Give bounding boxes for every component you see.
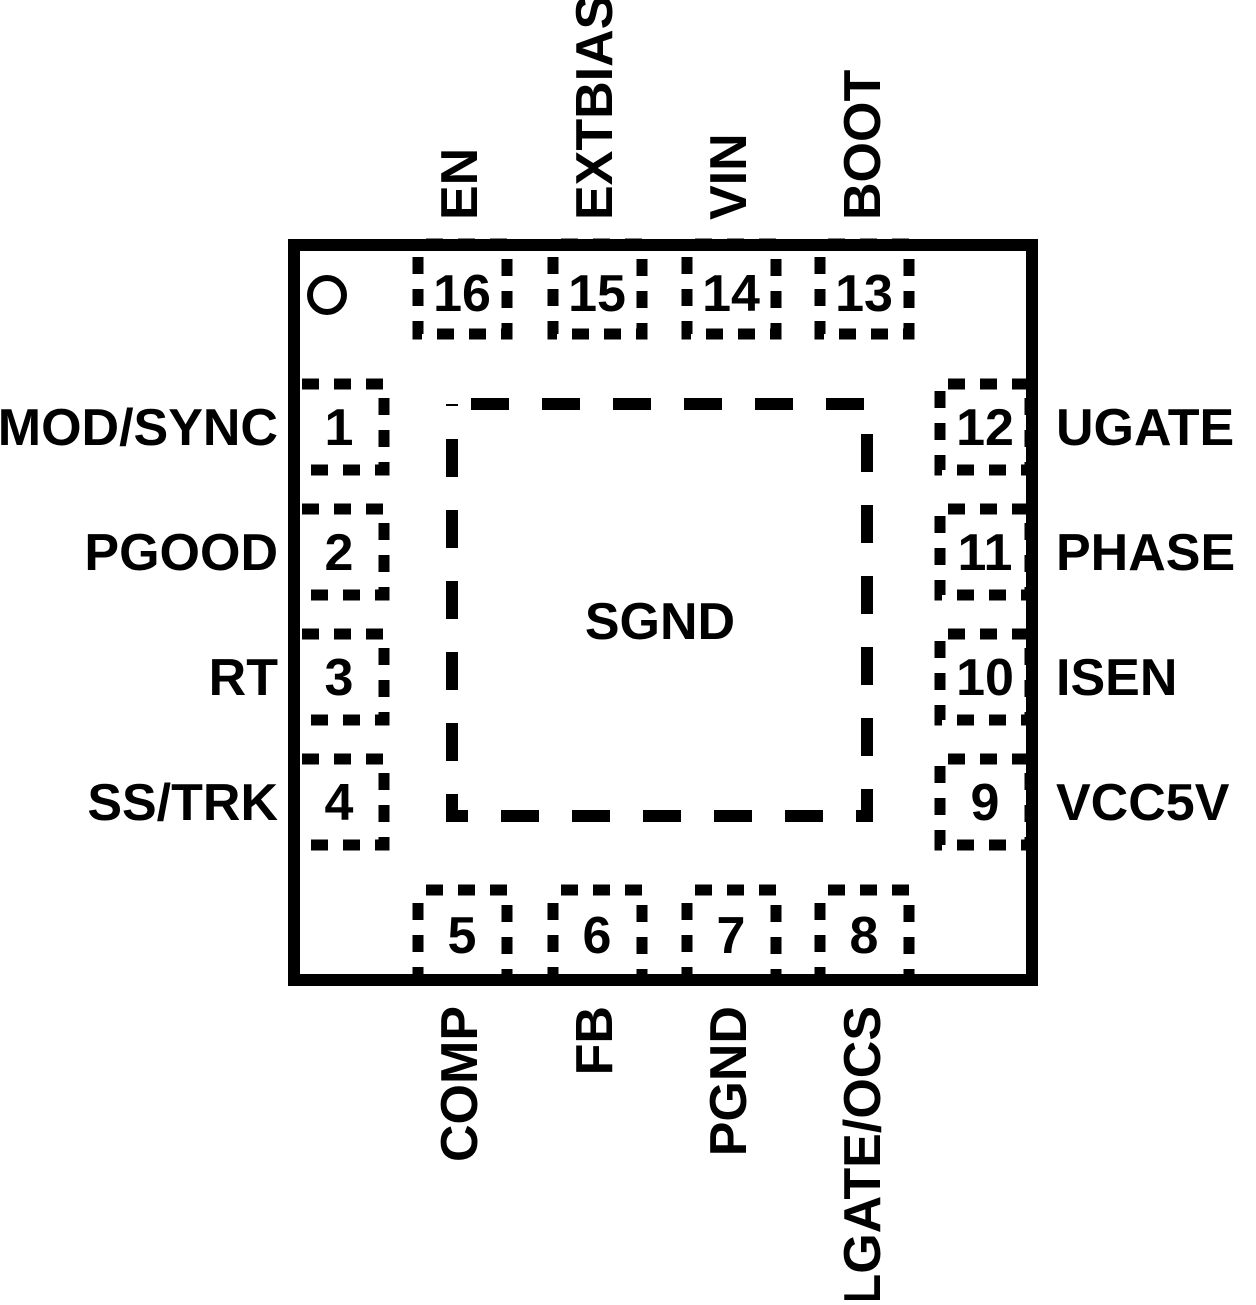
pin-number-2: 2: [325, 524, 354, 582]
center-pad: [446, 398, 873, 822]
pin-number-12: 12: [956, 399, 1014, 457]
pin-label-en: EN: [431, 148, 489, 220]
pin-label-lgate-ocs: LGATE/OCS: [834, 1006, 892, 1300]
pin-number-14: 14: [702, 265, 760, 323]
pin-number-11: 11: [958, 524, 1013, 582]
pin-box-8: [814, 884, 915, 986]
pin-box-5: [412, 884, 513, 986]
center-pad-label: SGND: [585, 593, 735, 651]
pin-number-5: 5: [448, 907, 477, 965]
pin-label-vin: VIN: [700, 133, 758, 220]
pin-label-isen: ISEN: [1056, 649, 1177, 707]
pin-number-9: 9: [971, 774, 1000, 832]
pin-label-ugate: UGATE: [1056, 399, 1234, 457]
pin-box-12: [934, 378, 1036, 476]
pin-number-7: 7: [717, 907, 746, 965]
pin-box-4: [288, 753, 390, 851]
pin-box-1: [288, 378, 390, 476]
pin-number-16: 16: [433, 265, 491, 323]
pin-label-ss-trk: SS/TRK: [87, 774, 278, 832]
pin-box-10: [934, 628, 1036, 726]
pin-box-11: [934, 503, 1036, 601]
pin-label-boot: BOOT: [834, 70, 892, 220]
pin1-indicator-circle: [307, 275, 347, 315]
pin-number-1: 1: [325, 399, 354, 457]
pin-number-13: 13: [835, 265, 893, 323]
pin-box-13: [814, 238, 915, 340]
pin-number-6: 6: [583, 907, 612, 965]
pin-label-pgood: PGOOD: [84, 524, 278, 582]
pin-number-10: 10: [956, 649, 1014, 707]
pin-label-fb: FB: [566, 1006, 624, 1075]
pin-box-6: [547, 884, 648, 986]
pin-label-vcc5v: VCC5V: [1056, 774, 1230, 832]
pin-box-16: [412, 238, 513, 340]
pin-label-comp: COMP: [431, 1006, 489, 1162]
pin-number-15: 15: [568, 265, 626, 323]
pin-number-4: 4: [325, 774, 354, 832]
package-outline: [288, 239, 1038, 986]
pin-label-extbias: EXTBIAS: [566, 0, 624, 220]
pin-box-9: [934, 753, 1036, 851]
pin-label-rt: RT: [209, 649, 279, 707]
pin-box-7: [681, 884, 782, 986]
pin-number-3: 3: [325, 649, 354, 707]
pin-box-14: [681, 238, 782, 340]
pin-label-pgnd: PGND: [700, 1006, 758, 1156]
pin-number-8: 8: [850, 907, 879, 965]
pin-box-2: [288, 503, 390, 601]
pin-box-3: [288, 628, 390, 726]
pin-label-mod-sync: MOD/SYNC: [0, 399, 278, 457]
pin-box-15: [547, 238, 648, 340]
pin-label-phase: PHASE: [1056, 524, 1235, 582]
